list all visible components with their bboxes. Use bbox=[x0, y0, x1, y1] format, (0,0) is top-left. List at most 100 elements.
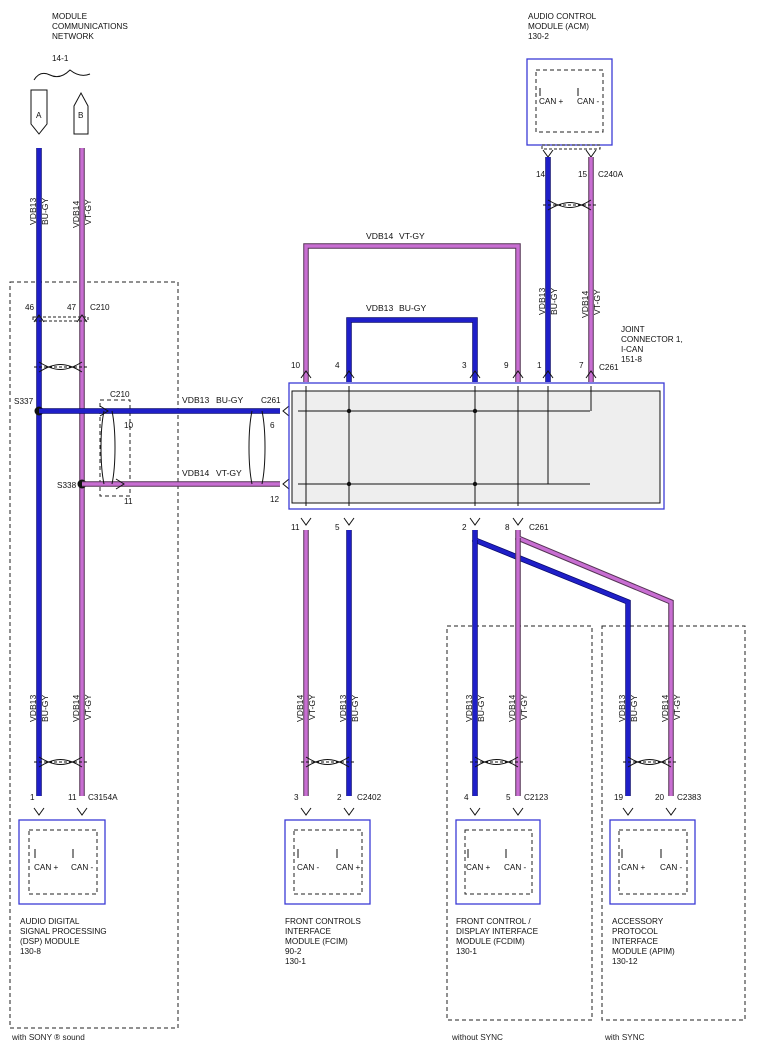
svg-text:VDB13: VDB13 bbox=[617, 695, 627, 722]
sony-sound-group bbox=[9, 281, 179, 1029]
svg-text:BU-GY: BU-GY bbox=[549, 288, 559, 315]
svg-text:CAN -: CAN - bbox=[297, 863, 320, 872]
svg-text:1: 1 bbox=[30, 793, 35, 802]
svg-text:CAN +: CAN + bbox=[466, 863, 491, 872]
svg-text:CAN -: CAN - bbox=[504, 863, 527, 872]
svg-text:3: 3 bbox=[462, 361, 467, 370]
acm-module: CAN + CAN - bbox=[526, 58, 613, 146]
svg-text:19: 19 bbox=[614, 793, 624, 802]
svg-text:3: 3 bbox=[294, 793, 299, 802]
svg-text:PROTOCOL: PROTOCOL bbox=[612, 927, 658, 936]
network-ref: 14-1 bbox=[52, 54, 69, 63]
svg-text:130-12: 130-12 bbox=[612, 957, 638, 966]
svg-text:BU-GY: BU-GY bbox=[40, 198, 50, 225]
svg-text:AUDIO CONTROL: AUDIO CONTROL bbox=[528, 12, 597, 21]
svg-text:FRONT CONTROLS: FRONT CONTROLS bbox=[285, 917, 361, 926]
svg-text:11: 11 bbox=[124, 497, 133, 506]
svg-text:C240A: C240A bbox=[598, 170, 624, 179]
wire-vdb14-loop bbox=[304, 244, 520, 382]
svg-text:CAN +: CAN + bbox=[621, 863, 646, 872]
svg-text:BU-GY: BU-GY bbox=[629, 695, 639, 722]
svg-text:CAN -: CAN - bbox=[577, 97, 600, 106]
svg-text:VT-GY: VT-GY bbox=[592, 289, 602, 315]
svg-text:5: 5 bbox=[335, 523, 340, 532]
svg-text:VDB13: VDB13 bbox=[366, 303, 393, 313]
svg-text:2: 2 bbox=[337, 793, 342, 802]
svg-text:47: 47 bbox=[67, 303, 77, 312]
c210-inline-outline bbox=[99, 399, 131, 497]
svg-text:S338: S338 bbox=[57, 481, 77, 490]
svg-text:VT-GY: VT-GY bbox=[83, 694, 93, 720]
svg-text:130-2: 130-2 bbox=[528, 32, 549, 41]
svg-text:VDB13: VDB13 bbox=[182, 395, 209, 405]
svg-text:INTERFACE: INTERFACE bbox=[612, 937, 658, 946]
svg-text:2: 2 bbox=[462, 523, 467, 532]
svg-text:DISPLAY INTERFACE: DISPLAY INTERFACE bbox=[456, 927, 539, 936]
svg-text:CAN -: CAN - bbox=[71, 863, 94, 872]
svg-text:90-2: 90-2 bbox=[285, 947, 302, 956]
joint-connector-1 bbox=[288, 382, 665, 510]
footnote-without-sync: without SYNC bbox=[451, 1033, 503, 1042]
svg-text:6: 6 bbox=[270, 421, 275, 430]
svg-text:B: B bbox=[78, 111, 84, 120]
svg-text:S337: S337 bbox=[14, 397, 34, 406]
footnote-sony: with SONY ® sound bbox=[11, 1033, 85, 1042]
svg-text:7: 7 bbox=[579, 361, 584, 370]
svg-text:151-8: 151-8 bbox=[621, 355, 642, 364]
svg-text:4: 4 bbox=[335, 361, 340, 370]
svg-text:C2402: C2402 bbox=[357, 793, 382, 802]
network-brace bbox=[33, 69, 91, 81]
svg-text:BU-GY: BU-GY bbox=[216, 395, 243, 405]
svg-text:C2383: C2383 bbox=[677, 793, 702, 802]
svg-text:10: 10 bbox=[291, 361, 301, 370]
svg-text:CONNECTOR 1,: CONNECTOR 1, bbox=[621, 335, 683, 344]
svg-text:AUDIO DIGITAL: AUDIO DIGITAL bbox=[20, 917, 80, 926]
svg-text:12: 12 bbox=[270, 495, 280, 504]
svg-text:VT-GY: VT-GY bbox=[399, 231, 425, 241]
connector-a-icon: A bbox=[30, 89, 48, 135]
svg-text:A: A bbox=[36, 111, 42, 120]
svg-text:VDB14: VDB14 bbox=[182, 468, 209, 478]
svg-text:10: 10 bbox=[124, 421, 134, 430]
connector-b-icon: B bbox=[73, 91, 89, 135]
network-title-3: NETWORK bbox=[52, 32, 94, 41]
svg-text:VDB13: VDB13 bbox=[338, 695, 348, 722]
svg-text:FRONT CONTROL /: FRONT CONTROL / bbox=[456, 917, 531, 926]
svg-text:VDB14: VDB14 bbox=[507, 695, 517, 722]
svg-text:8: 8 bbox=[505, 523, 510, 532]
svg-text:VT-GY: VT-GY bbox=[519, 694, 529, 720]
svg-text:VDB13: VDB13 bbox=[537, 288, 547, 315]
svg-text:I-CAN: I-CAN bbox=[621, 345, 643, 354]
network-title-1: MODULE bbox=[52, 12, 88, 21]
svg-text:VDB13: VDB13 bbox=[28, 695, 38, 722]
svg-text:46: 46 bbox=[25, 303, 35, 312]
svg-text:VT-GY: VT-GY bbox=[83, 199, 93, 225]
svg-text:1: 1 bbox=[537, 361, 542, 370]
svg-text:CAN +: CAN + bbox=[539, 97, 564, 106]
fcdim-module: CAN + CAN - bbox=[455, 819, 541, 905]
svg-text:130-8: 130-8 bbox=[20, 947, 41, 956]
svg-text:VDB14: VDB14 bbox=[71, 201, 81, 228]
svg-text:C210: C210 bbox=[110, 390, 130, 399]
svg-text:VDB14: VDB14 bbox=[71, 695, 81, 722]
wire-vdb14-apim bbox=[516, 530, 673, 796]
svg-text:14: 14 bbox=[536, 170, 546, 179]
svg-text:BU-GY: BU-GY bbox=[476, 695, 486, 722]
svg-text:BU-GY: BU-GY bbox=[399, 303, 426, 313]
svg-text:VDB14: VDB14 bbox=[660, 695, 670, 722]
svg-text:15: 15 bbox=[578, 170, 588, 179]
svg-text:C261: C261 bbox=[261, 396, 281, 405]
svg-text:VT-GY: VT-GY bbox=[216, 468, 242, 478]
svg-text:5: 5 bbox=[506, 793, 511, 802]
svg-text:VDB14: VDB14 bbox=[366, 231, 393, 241]
svg-text:11: 11 bbox=[291, 523, 300, 532]
svg-text:VDB13: VDB13 bbox=[28, 198, 38, 225]
svg-text:SIGNAL PROCESSING: SIGNAL PROCESSING bbox=[20, 927, 107, 936]
svg-text:C2123: C2123 bbox=[524, 793, 549, 802]
svg-text:ACCESSORY: ACCESSORY bbox=[612, 917, 664, 926]
svg-text:CAN +: CAN + bbox=[336, 863, 361, 872]
svg-text:11: 11 bbox=[68, 793, 77, 802]
svg-text:CAN +: CAN + bbox=[34, 863, 59, 872]
svg-text:MODULE (FCIM): MODULE (FCIM) bbox=[285, 937, 348, 946]
